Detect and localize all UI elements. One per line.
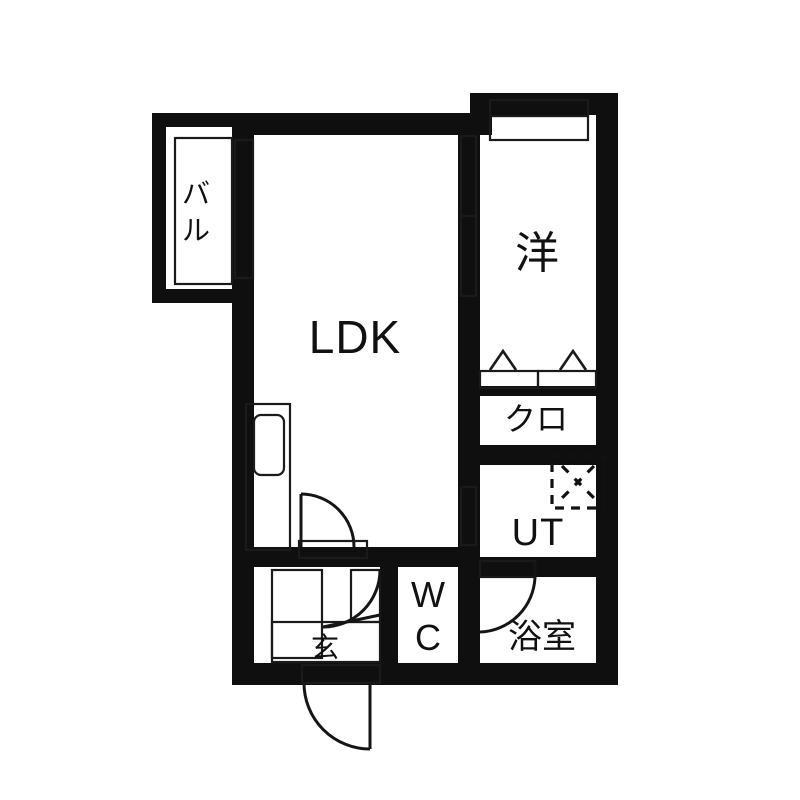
ldk-door-leaf-frame[interactable] (297, 539, 369, 560)
toilet-label-w: W (411, 574, 445, 615)
entrance-label: 玄 (311, 631, 339, 664)
main-door-swing-arc (302, 682, 371, 751)
bathroom-door[interactable] (478, 559, 537, 634)
bathroom-door-swing-arc (479, 576, 537, 634)
balcony-railing (173, 136, 234, 286)
kitchen-sink-icon (252, 413, 286, 477)
bathroom-floor (480, 577, 596, 663)
main-entrance-door[interactable] (300, 663, 382, 751)
western-room-floor (480, 135, 596, 386)
western-room-label: 洋 (515, 228, 559, 279)
bathroom-label: 浴室 (508, 617, 576, 657)
balcony-floor (166, 127, 232, 289)
utility-sliding-door[interactable] (459, 485, 478, 547)
utility-label: UT (512, 512, 565, 554)
main-door-frame[interactable] (300, 663, 382, 685)
washing-machine-space-icon (550, 454, 606, 510)
kitchen-counter-outline (244, 402, 292, 552)
hall-door-leaf[interactable] (322, 613, 381, 629)
sliding-panel-lower[interactable] (459, 214, 478, 298)
ut-door-panel[interactable] (459, 485, 478, 547)
ldk-floor (254, 135, 458, 547)
balcony-label-char2: ル (182, 214, 210, 247)
closet-bifold-doors[interactable] (478, 348, 598, 390)
bay-window-inner-pane (488, 114, 590, 142)
room-interiors (166, 127, 596, 663)
ldk-door-swing-arc (300, 492, 356, 548)
balcony-sliding-door[interactable] (233, 138, 255, 280)
genkan-step (270, 620, 382, 664)
wall-structure (152, 93, 618, 685)
shoe-cabinet (270, 568, 324, 660)
room-labels: LDK 洋 クロ UT 浴室 W C 玄 バ ル (182, 177, 576, 664)
closet-door-panel-right[interactable] (536, 369, 598, 390)
ldk-to-western-sliding-door[interactable] (459, 134, 478, 298)
closet-fold-indicator-right (558, 348, 588, 371)
ldk-door[interactable] (297, 492, 369, 560)
ldk-label: LDK (309, 311, 401, 363)
hall-door-frame[interactable] (349, 568, 382, 624)
closet-label: クロ (504, 400, 568, 438)
bay-window (488, 98, 590, 142)
kitchen-counter (244, 402, 292, 552)
toilet-label-c: C (415, 617, 441, 658)
closet-floor (480, 396, 596, 445)
balcony-detail (173, 136, 255, 286)
closet-fold-indicator-left (488, 348, 518, 371)
balcony-label-char1: バ (182, 177, 210, 210)
toilet-floor (398, 567, 458, 663)
entrance-detail (270, 568, 382, 664)
